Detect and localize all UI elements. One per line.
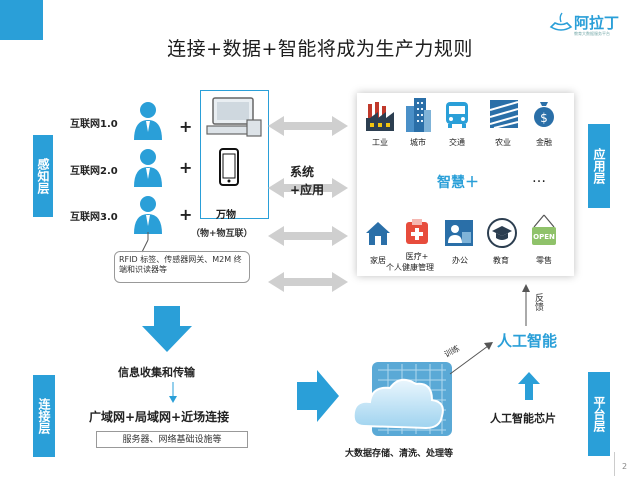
small-down-arrow-icon [169,382,177,403]
money-bag-icon: $ [534,102,554,127]
network-label-2: 互联网2.0 [70,166,118,177]
icon-label-transport: 交通 [449,138,465,147]
network-connection-label: 广域网+局域网+近场连接 [89,410,230,424]
tag-platform-label: 平台层 [592,396,606,432]
system-app-label: 系统 +应用 [290,163,324,199]
medical-icon [406,219,428,244]
up-arrow-icon [518,372,540,400]
phone-icon [219,148,239,186]
factory-icon [366,102,394,131]
info-collect-label: 信息收集和传输 [118,366,195,379]
icon-label-medical: 医疗+ [397,252,437,261]
house-icon [366,222,390,245]
right-arrow-icon [297,370,339,422]
tag-connection-label: 连接层 [37,398,51,434]
plus-sign: + [179,158,193,177]
app-label: +应用 [290,183,325,197]
things-label: 万物 [216,210,236,221]
train-arrow-icon [449,342,493,375]
logo-name: 阿拉丁 [574,14,620,32]
plus-sign: + [179,205,193,224]
office-icon [445,220,473,246]
cloud-data-icon [352,362,452,436]
icon-label-retail: 零售 [536,256,552,265]
corner-block [0,0,43,40]
plus-sign: + [179,117,193,136]
icon-label-agriculture: 农业 [495,138,511,147]
person-icon [134,102,162,140]
network-label-3: 互联网3.0 [70,212,118,223]
icon-label-medical-1: 医疗+ [405,252,429,261]
down-arrow-icon [142,306,192,352]
page-number: 2 [622,462,628,471]
tag-application-label: 应用层 [592,148,606,184]
page-title: 连接+数据+智能将成为生产力规则 [167,38,473,60]
system-label: 系统 [290,165,315,179]
person-icon [134,149,162,187]
open-sign-icon: OPEN [532,214,556,245]
ai-chip-label: 人工智能芯片 [490,412,556,425]
ellipsis: … [532,170,546,186]
rfid-box: RFID 标签、传感器网关、M2M 终端和识读器等 [114,251,250,283]
divider [614,452,615,476]
big-data-label: 大数据存储、清洗、处理等 [345,449,454,459]
bus-icon [446,102,468,128]
icon-label-home: 家居 [370,256,386,265]
icon-label-city: 城市 [410,138,426,147]
tag-platform: 平台层 [588,372,610,456]
bidirectional-arrows [268,116,348,292]
tag-perception-label: 感知层 [36,158,50,194]
ai-label: 人工智能 [497,332,558,350]
svg-text:$: $ [540,111,548,125]
bracket-connector [141,232,149,253]
icon-label-medical-2: 个人健康管理 [386,263,434,272]
person-icon [134,196,162,234]
field-icon [490,100,518,128]
tag-perception: 感知层 [33,135,53,217]
icon-label-office: 办公 [452,256,468,265]
servers-box: 服务器、网络基础设施等 [96,431,248,448]
things-sub: （物+物互联） [191,229,253,239]
tag-connection: 连接层 [33,375,55,457]
feedback-label: 反馈 [533,293,543,311]
icon-label-education: 教育 [493,256,509,265]
svg-text:OPEN: OPEN [533,233,555,241]
logo-subtitle: 教育大数据服务平台 [574,31,610,36]
feedback-arrow-icon [522,284,530,326]
wisdom-plus-label: 智慧＋ [437,175,479,191]
graduation-icon [487,218,517,248]
computer-icon [206,97,262,137]
tag-application: 应用层 [588,124,610,208]
city-icon [406,98,431,132]
icon-label-finance: 金融 [536,138,552,147]
icon-label-industry: 工业 [372,138,388,147]
logo-lamp-icon [549,12,573,31]
network-label-1: 互联网1.0 [70,119,118,130]
